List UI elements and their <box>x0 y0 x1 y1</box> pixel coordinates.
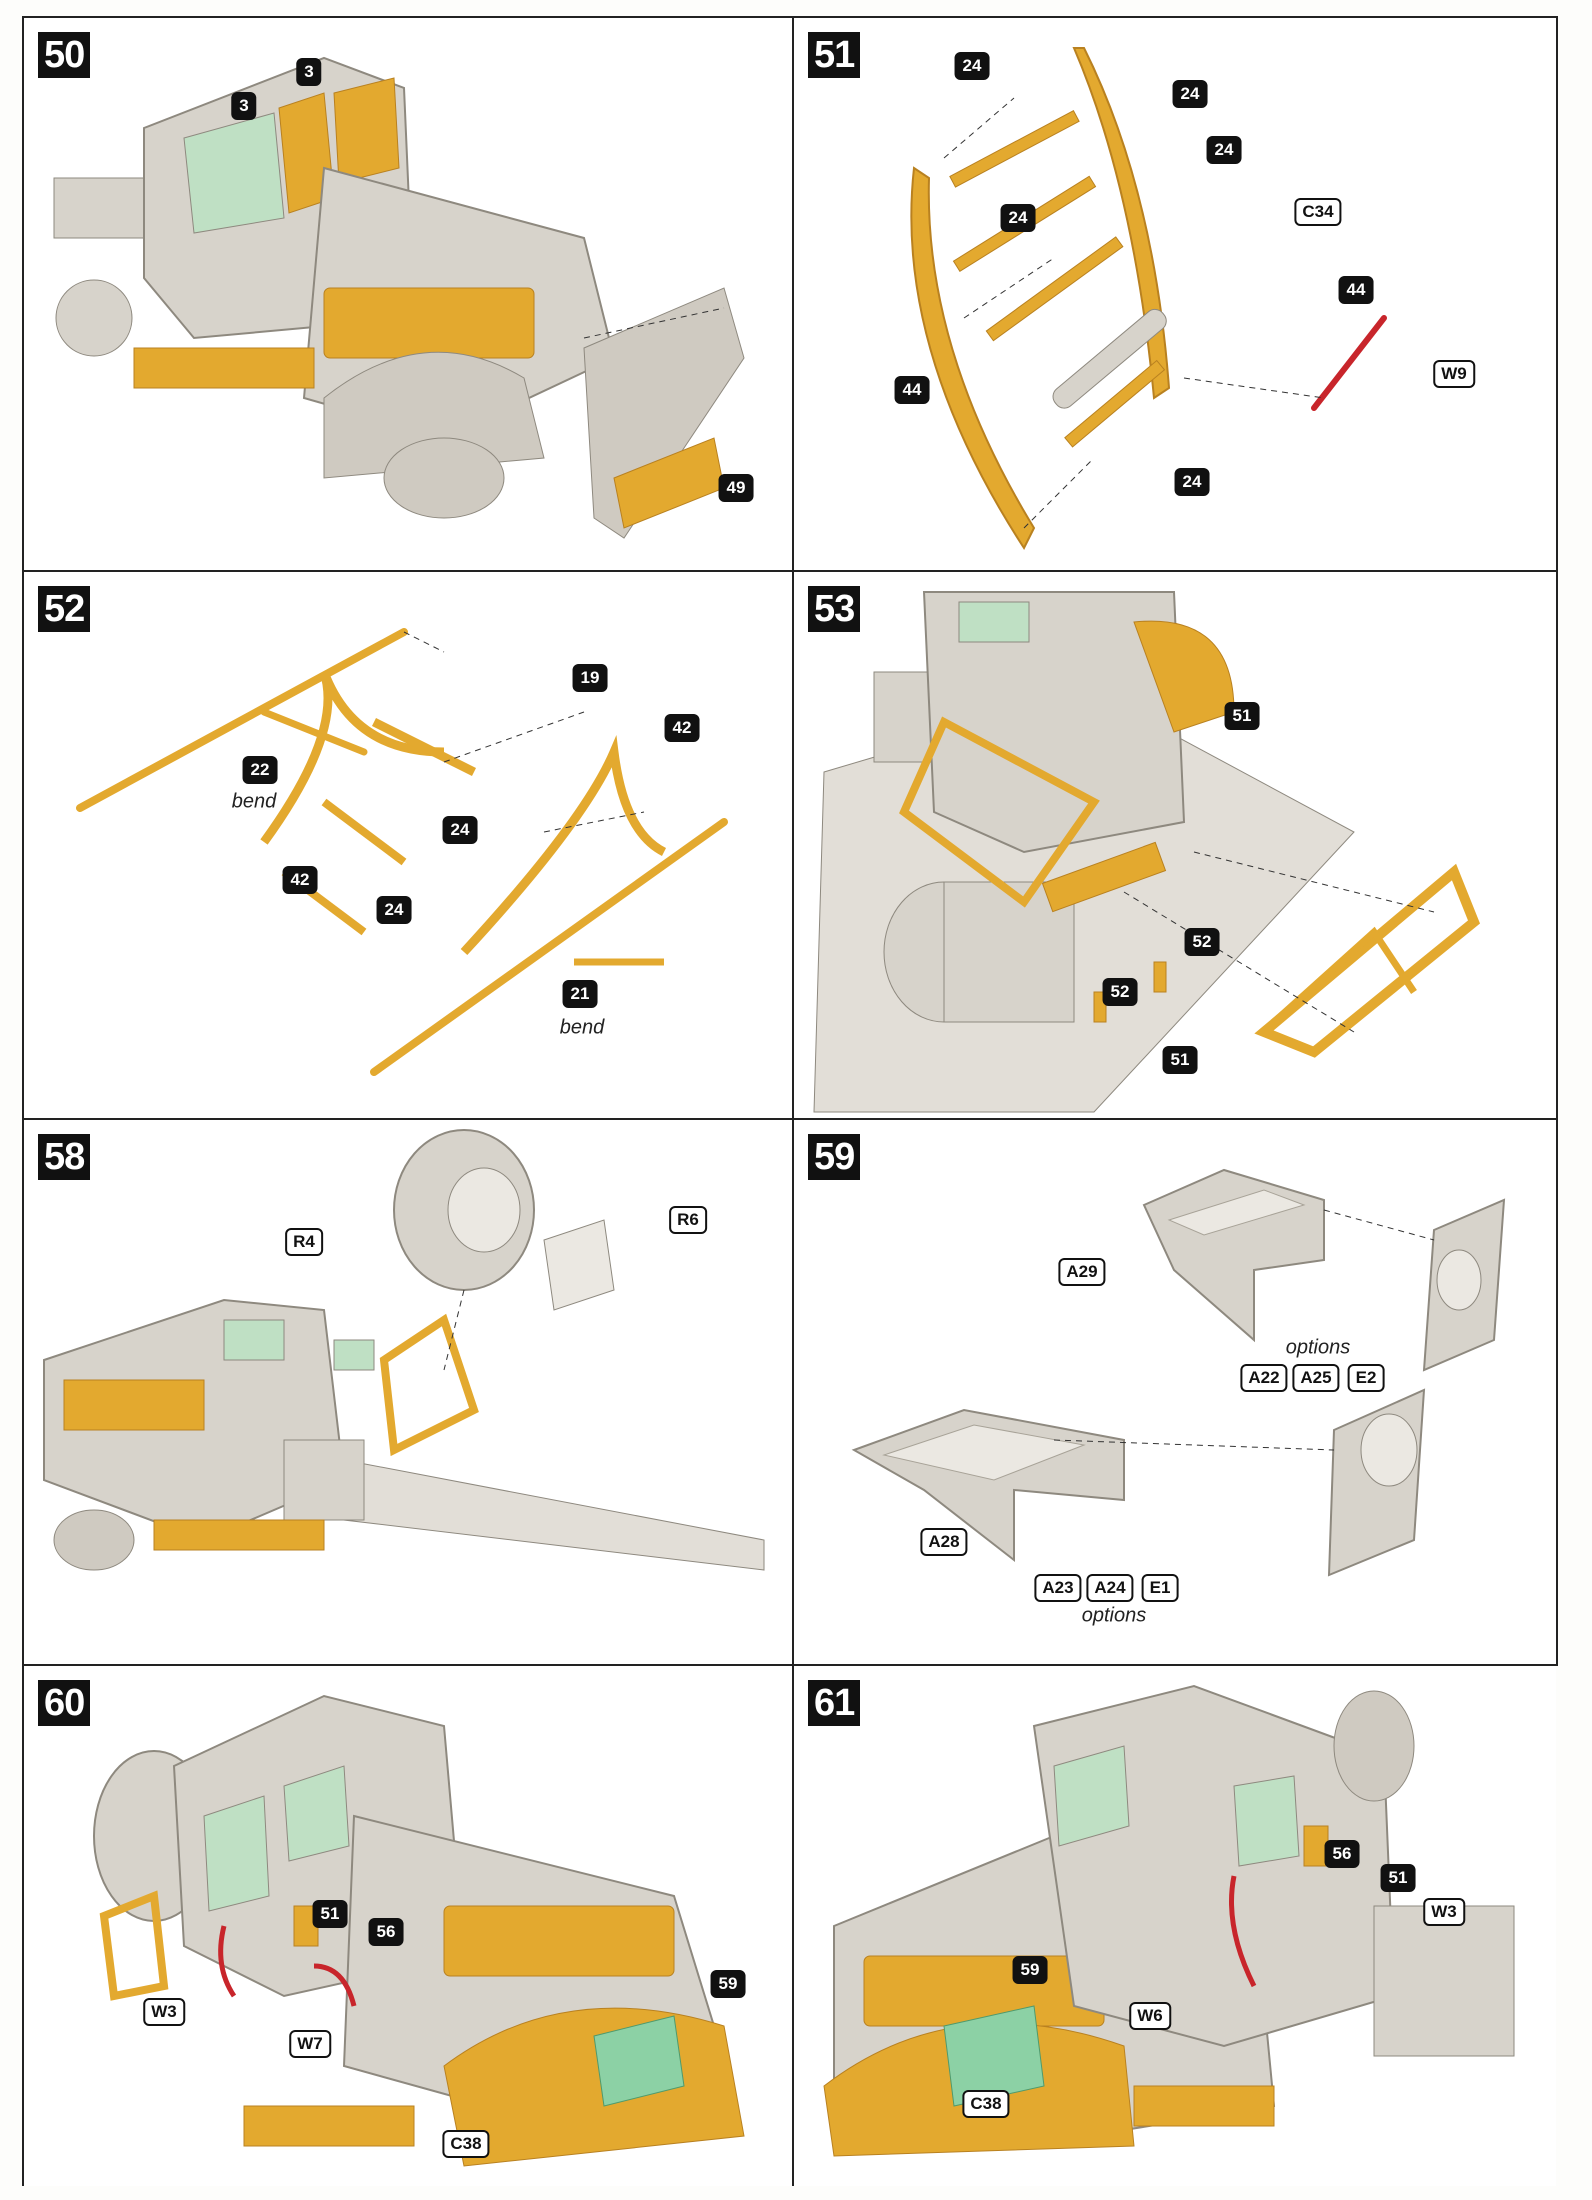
grid-row-divider-3 <box>22 1664 1558 1666</box>
grid-border-top <box>22 16 1556 18</box>
grid-row-divider-2 <box>22 1118 1558 1120</box>
part-label: A24 <box>1086 1574 1134 1602</box>
part-label: 59 <box>1012 1956 1048 1984</box>
grid-vertical-divider <box>792 16 794 2186</box>
part-label: 24 <box>1174 468 1210 496</box>
grid-border-right <box>1556 16 1558 1666</box>
part-label: 44 <box>894 376 930 404</box>
step-panel-52: 52 19 42 22 bend 24 42 24 21 <box>24 572 792 1118</box>
step-number: 60 <box>38 1680 91 1726</box>
part-label: 3 <box>296 58 322 86</box>
part-label: R6 <box>669 1206 707 1234</box>
part-label: 51 <box>1162 1046 1198 1074</box>
step-number: 59 <box>808 1134 861 1180</box>
part-label: 24 <box>376 896 412 924</box>
part-label: 44 <box>1338 276 1374 304</box>
part-label: R4 <box>285 1228 323 1256</box>
part-label: W7 <box>289 2030 331 2058</box>
part-label: 42 <box>282 866 318 894</box>
part-label: 49 <box>718 474 754 502</box>
step-60-illustration <box>93 1694 745 2167</box>
instruction-note: options <box>1285 1336 1351 1359</box>
part-label: E1 <box>1141 1574 1179 1602</box>
part-label: 51 <box>1224 702 1260 730</box>
instruction-note: bend <box>231 790 277 813</box>
part-label: W6 <box>1129 2002 1171 2030</box>
instruction-note: options <box>1081 1604 1147 1627</box>
step-panel-58: 58 R4 R6 <box>24 1120 792 1664</box>
part-label: C38 <box>962 2090 1010 2118</box>
part-label: W3 <box>1423 1898 1465 1926</box>
part-label: E2 <box>1347 1364 1385 1392</box>
part-label: 56 <box>368 1918 404 1946</box>
part-label: 52 <box>1184 928 1220 956</box>
step-58-illustration <box>43 1129 765 1571</box>
part-label: 51 <box>312 1900 348 1928</box>
instruction-note: bend <box>559 1016 605 1039</box>
part-label: 3 <box>231 92 257 120</box>
part-label: 24 <box>1000 204 1036 232</box>
step-panel-59: 59 A29 options A22 A25 E2 A28 A23 A24 E1… <box>794 1120 1556 1664</box>
part-label: C38 <box>442 2130 490 2158</box>
part-label: 24 <box>954 52 990 80</box>
part-label: A23 <box>1034 1574 1082 1602</box>
part-label: A25 <box>1292 1364 1340 1392</box>
grid-border-left <box>22 16 24 2186</box>
step-number: 51 <box>808 32 861 78</box>
part-label: 24 <box>442 816 478 844</box>
step-panel-53: 53 51 52 52 51 <box>794 572 1556 1118</box>
step-53-illustration <box>813 591 1481 1113</box>
step-59-illustration <box>851 1168 1506 1577</box>
step-52-illustration <box>76 628 728 1076</box>
part-label: A28 <box>920 1528 968 1556</box>
part-label: 56 <box>1324 1840 1360 1868</box>
step-number: 58 <box>38 1134 91 1180</box>
part-label: 42 <box>664 714 700 742</box>
part-label: 24 <box>1172 80 1208 108</box>
grid-row-divider-1 <box>22 570 1558 572</box>
step-number: 53 <box>808 586 861 632</box>
part-label: 19 <box>572 664 608 692</box>
step-50-illustration <box>53 56 745 539</box>
step-number: 61 <box>808 1680 861 1726</box>
part-label: 59 <box>710 1970 746 1998</box>
step-panel-51: 51 24 24 24 24 24 C34 44 44 <box>794 18 1556 570</box>
step-panel-61: 61 56 51 W3 59 W6 C38 <box>794 1666 1556 2186</box>
part-label: 24 <box>1206 136 1242 164</box>
step-number: 52 <box>38 586 91 632</box>
part-label: A29 <box>1058 1258 1106 1286</box>
part-label: W9 <box>1433 360 1475 388</box>
part-label: 22 <box>242 756 278 784</box>
part-label: W3 <box>143 1998 185 2026</box>
part-label: A22 <box>1240 1364 1288 1392</box>
part-label: 52 <box>1102 978 1138 1006</box>
step-panel-50: 50 3 3 49 <box>24 18 792 570</box>
part-label: 51 <box>1380 1864 1416 1892</box>
part-label: 21 <box>562 980 598 1008</box>
step-panel-60: 60 51 56 W3 W7 59 C <box>24 1666 792 2186</box>
step-61-illustration <box>823 1684 1515 2157</box>
step-number: 50 <box>38 32 91 78</box>
part-label: C34 <box>1294 198 1342 226</box>
